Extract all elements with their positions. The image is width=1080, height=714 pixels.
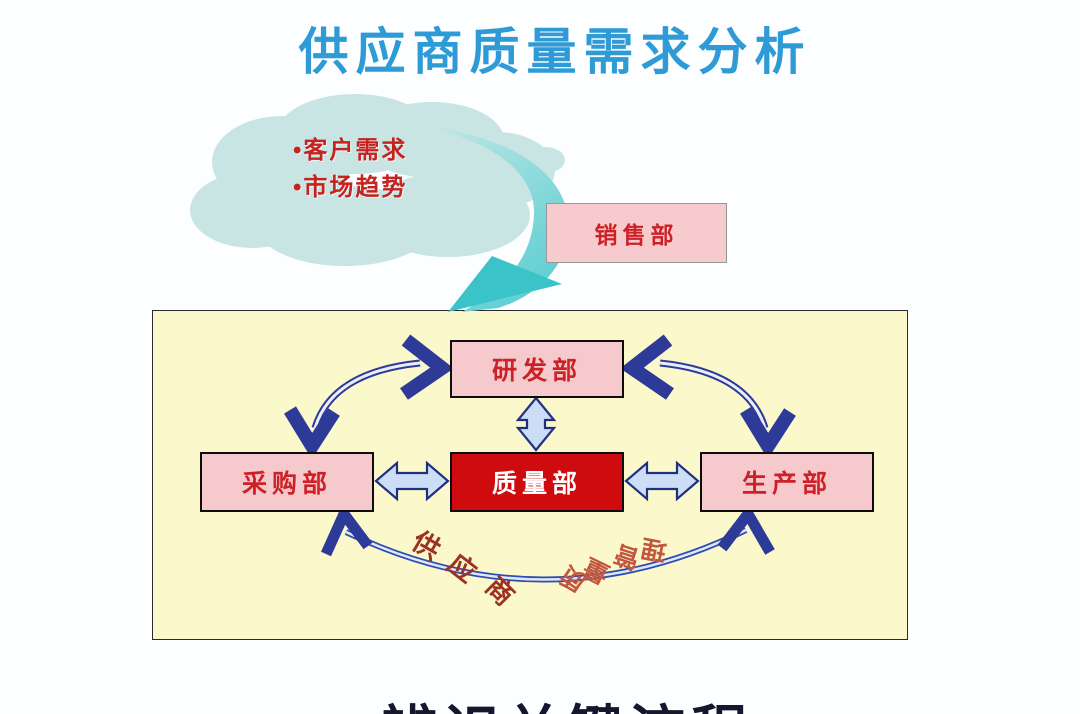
- arc-char: 商: [479, 571, 520, 612]
- production-dept-label: 生产部: [741, 470, 832, 498]
- quality-dept-label: 质量部: [491, 470, 582, 498]
- arc-arrowhead-right: [717, 504, 775, 555]
- quality-dept-box: 质量部: [450, 452, 624, 512]
- arc-char: 供: [407, 525, 446, 566]
- purchasing-dept-label: 采购部: [241, 470, 332, 498]
- curved-arrow-right: [620, 334, 796, 460]
- cloud-bullet-list: •客户需求 •市场趋势: [293, 132, 407, 206]
- arc-arrowhead-left: [320, 503, 373, 557]
- page-title: 供应商质量需求分析: [298, 24, 812, 80]
- arc-label-quality-management: 质量管理: [555, 528, 686, 618]
- h-arrow-quality-production: [624, 460, 700, 502]
- arc-label-supplier: 供应商: [407, 520, 548, 620]
- rd-dept-box: 研发部: [450, 340, 624, 398]
- cloud-bullet-item: •市场趋势: [293, 174, 408, 201]
- arrowhead-to-production: [740, 406, 796, 460]
- arrowhead-to-rd-left: [400, 334, 454, 400]
- purchasing-dept-box: 采购部: [200, 452, 374, 512]
- block-double-arrows: [374, 396, 700, 502]
- bottom-heading: 辨识关键流程: [0, 687, 1080, 714]
- swoosh-arrowhead: [448, 256, 562, 312]
- sales-dept-label: 销售部: [594, 222, 679, 248]
- arc-char: 应: [442, 548, 482, 589]
- sales-dept-box: 销售部: [546, 203, 727, 263]
- curved-arrow-left: [284, 334, 454, 460]
- rd-dept-label: 研发部: [491, 357, 582, 385]
- arrowhead-to-purchasing: [284, 406, 340, 460]
- v-arrow-rd-quality: [515, 396, 557, 452]
- swoosh-arrow: [425, 126, 569, 312]
- h-arrow-purchasing-quality: [374, 460, 450, 502]
- arc-char: 理: [638, 532, 669, 566]
- cloud-bullet-item: •客户需求: [293, 137, 408, 164]
- arrowhead-to-rd-right: [620, 334, 674, 400]
- cloud-shape: [190, 94, 565, 266]
- bottom-arc-arrow: [320, 503, 775, 583]
- production-dept-box: 生产部: [700, 452, 874, 512]
